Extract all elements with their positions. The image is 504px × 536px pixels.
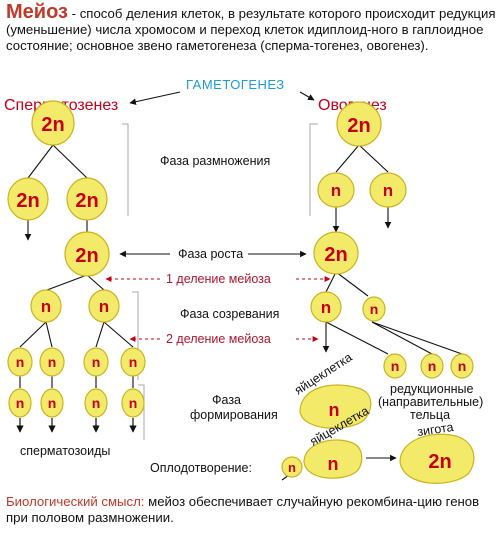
fertilization-row: n n 2n bbox=[281, 433, 475, 484]
sperm-cell bbox=[84, 388, 108, 418]
svg-text:n: n bbox=[129, 395, 138, 411]
intro-paragraph: Мейоз - способ деления клеток, в результ… bbox=[6, 1, 500, 54]
spermatogonium-cell bbox=[66, 177, 108, 221]
meiosis-term: Мейоз bbox=[6, 1, 68, 23]
egg-cell-fertilization bbox=[303, 439, 363, 479]
zygote-cell bbox=[399, 433, 475, 484]
primary-spermatocyte-cell bbox=[64, 231, 110, 277]
svg-text:n: n bbox=[391, 358, 400, 374]
spermatogonium-cell bbox=[7, 177, 49, 221]
arrow-to-oogenesis bbox=[299, 91, 315, 101]
svg-text:n: n bbox=[288, 460, 296, 475]
svg-text:2n: 2n bbox=[16, 190, 39, 212]
svg-text:2n: 2n bbox=[347, 115, 370, 137]
meiosis-division-1-label: 1 деление мейоза bbox=[166, 272, 271, 286]
secondary-spermatocyte-cell bbox=[88, 289, 120, 323]
sperm-cell bbox=[40, 388, 64, 418]
oogonium-cell bbox=[369, 172, 407, 208]
phase-growth-label: Фаза роста bbox=[178, 247, 243, 261]
gametogenesis-label: ГАМЕТОГЕНЕЗ bbox=[186, 77, 285, 92]
zygote-label: зигота bbox=[416, 420, 454, 439]
spermatid-cell bbox=[83, 347, 109, 377]
spermatogonium-cell bbox=[31, 100, 75, 146]
arrow-to-spermatogenesis bbox=[129, 91, 181, 105]
svg-text:n: n bbox=[48, 354, 57, 370]
svg-text:2n: 2n bbox=[75, 190, 98, 212]
fertilizing-sperm-cell bbox=[281, 456, 303, 478]
polar-body-cell bbox=[450, 353, 474, 379]
svg-text:n: n bbox=[370, 301, 379, 317]
svg-text:n: n bbox=[92, 354, 101, 370]
svg-text:2n: 2n bbox=[324, 244, 347, 266]
secondary-spermatocyte-cell bbox=[30, 289, 62, 323]
svg-text:n: n bbox=[16, 395, 25, 411]
polar-bodies-label-3: тельца bbox=[410, 408, 450, 422]
svg-text:2n: 2n bbox=[41, 114, 64, 136]
phase-formation-label-2: формирования bbox=[190, 408, 278, 422]
svg-text:n: n bbox=[329, 400, 340, 420]
svg-text:n: n bbox=[383, 181, 393, 200]
svg-text:n: n bbox=[99, 297, 109, 316]
secondary-oocyte-cell bbox=[310, 291, 342, 323]
polar-bodies-label-2: (направительные) bbox=[378, 395, 483, 409]
svg-text:n: n bbox=[321, 298, 331, 317]
sperm-cell bbox=[8, 388, 32, 418]
spermatogenesis-tree: 2n 2n 2n 2n n n n n n n n n n n bbox=[7, 100, 146, 433]
sperm-cell bbox=[121, 388, 145, 418]
fertilization-label: Оплодотворение: bbox=[150, 461, 252, 475]
polar-body-cell bbox=[420, 353, 444, 379]
biological-meaning-paragraph: Биологический смысл: мейоз обеспечивает … bbox=[6, 494, 500, 526]
spermatozoa-label: сперматозоиды bbox=[20, 444, 110, 458]
phase-maturation-label: Фаза созревания bbox=[180, 307, 279, 321]
svg-text:n: n bbox=[331, 181, 341, 200]
svg-text:n: n bbox=[129, 354, 138, 370]
polar-bodies-label-1: редукционные bbox=[390, 382, 474, 396]
intro-definition: - способ деления клеток, в результате ко… bbox=[6, 6, 496, 53]
svg-text:n: n bbox=[92, 395, 101, 411]
phase-reproduction-label: Фаза размножения bbox=[160, 154, 270, 168]
svg-text:2n: 2n bbox=[75, 245, 98, 267]
polar-body-cell bbox=[362, 296, 386, 322]
oogonium-cell bbox=[336, 101, 382, 147]
svg-text:n: n bbox=[458, 358, 467, 374]
svg-text:2n: 2n bbox=[428, 451, 451, 473]
primary-oocyte-cell bbox=[313, 231, 359, 275]
biological-meaning-text: мейоз обеспечивает случайную рекомбина-ц… bbox=[6, 494, 480, 525]
spermatid-cell bbox=[120, 347, 146, 377]
svg-text:n: n bbox=[428, 358, 437, 374]
oogonium-cell bbox=[317, 172, 355, 208]
svg-text:n: n bbox=[48, 395, 57, 411]
svg-text:n: n bbox=[16, 354, 25, 370]
spermatid-cell bbox=[7, 347, 33, 377]
svg-text:n: n bbox=[41, 297, 51, 316]
meiosis-division-2-label: 2 деление мейоза bbox=[166, 332, 271, 346]
polar-body-cell bbox=[383, 353, 407, 379]
biological-meaning-lead: Биологический смысл: bbox=[6, 494, 145, 509]
svg-text:n: n bbox=[328, 454, 339, 474]
phase-formation-label-1: Фаза bbox=[212, 393, 241, 407]
spermatid-cell bbox=[39, 347, 65, 377]
oogenesis-tree: 2n n n 2n n n n n n n bbox=[299, 101, 474, 429]
egg-cell bbox=[299, 384, 372, 429]
